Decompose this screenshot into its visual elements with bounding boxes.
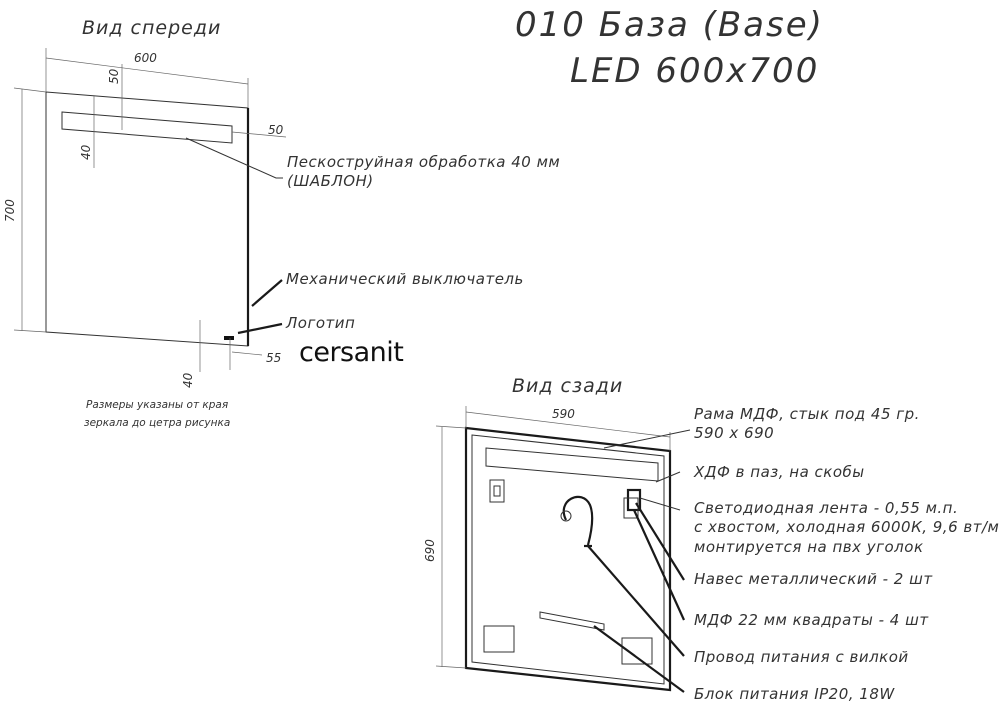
leader-psu bbox=[593, 625, 685, 693]
dim-back-height: 690 bbox=[423, 539, 437, 562]
dim-band-40: 40 bbox=[79, 144, 93, 160]
dim-top-offset: 50 bbox=[107, 68, 121, 84]
leader-logo bbox=[237, 322, 283, 335]
label-frame-2: 590 x 690 bbox=[694, 424, 774, 442]
label-switch: Механический выключатель bbox=[286, 270, 524, 288]
label-hdf: ХДФ в паз, на скобы bbox=[693, 463, 865, 481]
label-sandblast-2: (ШАБЛОН) bbox=[287, 172, 374, 190]
mdf-square-2 bbox=[621, 637, 653, 665]
back-width-dim-line bbox=[465, 411, 671, 438]
cersanit-logo: cersanit bbox=[299, 337, 403, 368]
label-mdf: МДФ 22 мм квадраты - 4 шт bbox=[694, 611, 929, 629]
hanger-left bbox=[489, 479, 505, 503]
label-led-2: с хвостом, холодная 6000К, 9,6 вт/м bbox=[694, 518, 999, 536]
dim-logo-bottom: 40 bbox=[181, 372, 195, 388]
front-view: Вид спереди 600 700 50 40 50 Пескоструйн… bbox=[3, 17, 560, 429]
title-line-1: 010 База (Base) bbox=[515, 5, 824, 45]
logo-mark bbox=[224, 336, 234, 340]
cord-plug bbox=[560, 510, 572, 522]
back-view-heading: Вид сзади bbox=[512, 375, 623, 397]
sandblast-band bbox=[61, 111, 233, 144]
label-psu: Блок питания IP20, 18W bbox=[694, 685, 895, 703]
leader-mdf bbox=[632, 509, 686, 621]
back-frame-inner bbox=[471, 434, 665, 685]
width-dim-line bbox=[45, 57, 249, 85]
leader-frame bbox=[603, 429, 691, 449]
leader-switch bbox=[251, 279, 283, 307]
dim-height-700: 700 bbox=[3, 199, 17, 222]
power-unit bbox=[539, 611, 605, 631]
back-view: Вид сзади 590 690 bbox=[423, 375, 999, 703]
mdf-square-1 bbox=[483, 625, 515, 653]
label-cord: Провод питания с вилкой bbox=[694, 648, 909, 666]
label-led-3: монтируется на пвх уголок bbox=[694, 538, 924, 556]
label-hanger: Навес металлический - 2 шт bbox=[694, 570, 933, 588]
label-logo: Логотип bbox=[285, 314, 355, 332]
dim-width-600: 600 bbox=[134, 51, 157, 65]
leader-hanger bbox=[635, 502, 685, 581]
leader-hdf bbox=[655, 471, 681, 483]
label-led-1: Светодиодная лента - 0,55 м.п. bbox=[694, 499, 958, 517]
leader-sandblast bbox=[185, 137, 283, 179]
dim-side-offset: 50 bbox=[268, 123, 284, 137]
note-line-2: зеркала до цетра рисунка bbox=[84, 417, 230, 429]
note-line-1: Размеры указаны от края bbox=[86, 399, 228, 411]
power-cord bbox=[562, 495, 594, 546]
label-frame-1: Рама МДФ, стык под 45 гр. bbox=[694, 405, 920, 423]
dim-logo-side: 55 bbox=[266, 351, 281, 365]
leader-led bbox=[639, 497, 681, 511]
label-sandblast-1: Пескоструйная обработка 40 мм bbox=[287, 153, 560, 171]
back-frame-outer bbox=[464, 426, 672, 692]
leader-cord bbox=[587, 545, 685, 657]
front-view-heading: Вид спереди bbox=[82, 17, 221, 39]
title-line-2: LED 600x700 bbox=[570, 51, 819, 91]
dim-back-width: 590 bbox=[552, 407, 575, 421]
